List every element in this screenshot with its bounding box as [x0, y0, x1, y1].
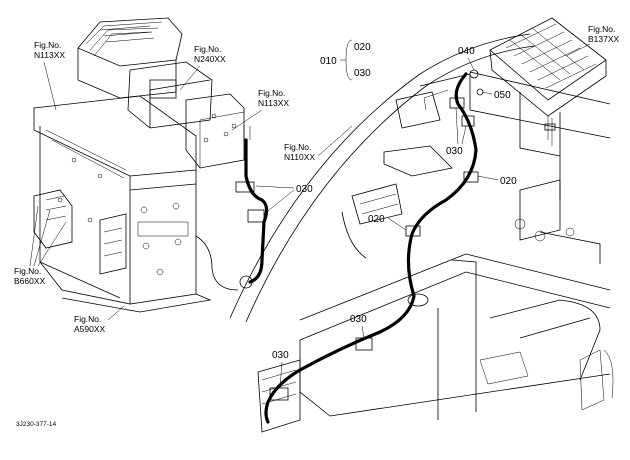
part-number-050: 050 — [481, 90, 511, 101]
right-assembly — [229, 17, 614, 433]
svg-text:040: 040 — [458, 46, 475, 57]
figure-ref-b660: Fig.No. B660XX — [14, 205, 67, 286]
svg-text:B660XX: B660XX — [14, 276, 46, 286]
svg-text:020: 020 — [368, 214, 385, 225]
drawing-code: 3J230-377-14 — [16, 421, 56, 428]
svg-text:030: 030 — [446, 146, 463, 157]
part-number-030-left: 030 — [255, 184, 313, 215]
figure-ref-b137: Fig.No. B137XX — [565, 24, 620, 57]
svg-text:Fig.No.: Fig.No. — [258, 88, 285, 98]
part-number-030-lower: 030 — [350, 314, 367, 339]
part-number-030-mid: 030 — [446, 107, 467, 157]
svg-text:A590XX: A590XX — [74, 324, 106, 334]
figure-ref-n113-right: Fig.No. N113XX — [231, 88, 289, 131]
svg-text:Fig.No.: Fig.No. — [284, 142, 311, 152]
svg-text:Fig.No.: Fig.No. — [14, 266, 41, 276]
figure-ref-n110: Fig.No. N110XX — [284, 125, 353, 162]
svg-text:Fig.No.: Fig.No. — [588, 24, 615, 34]
part-number-030-bottom: 030 — [272, 350, 289, 389]
figure-ref-n113-left: Fig.No. N113XX — [34, 40, 65, 111]
svg-text:Fig.No.: Fig.No. — [74, 314, 101, 324]
part-number-020-mid: 020 — [368, 214, 407, 231]
svg-text:Fig.No.: Fig.No. — [194, 44, 221, 54]
svg-text:020: 020 — [500, 176, 517, 187]
svg-text:N113XX: N113XX — [34, 50, 65, 60]
svg-text:030: 030 — [296, 184, 313, 195]
svg-text:030: 030 — [272, 350, 289, 361]
svg-text:Fig.No.: Fig.No. — [34, 40, 61, 50]
figure-ref-a590: Fig.No. A590XX — [74, 305, 125, 334]
svg-text:N110XX: N110XX — [284, 152, 315, 162]
svg-text:050: 050 — [494, 90, 511, 101]
part-number-010-group: 010 020 030 — [320, 39, 371, 81]
svg-text:030: 030 — [354, 68, 371, 79]
left-assembly — [33, 17, 269, 313]
part-number-040: 040 — [458, 46, 475, 71]
svg-text:010: 010 — [320, 56, 337, 67]
part-number-020-right: 020 — [477, 175, 517, 187]
svg-text:030: 030 — [350, 314, 367, 325]
svg-text:B137XX: B137XX — [588, 34, 620, 44]
figure-ref-n240: Fig.No. N240XX — [179, 44, 226, 91]
svg-text:020: 020 — [354, 42, 371, 53]
svg-text:N113XX: N113XX — [258, 98, 289, 108]
svg-text:N240XX: N240XX — [194, 54, 226, 64]
